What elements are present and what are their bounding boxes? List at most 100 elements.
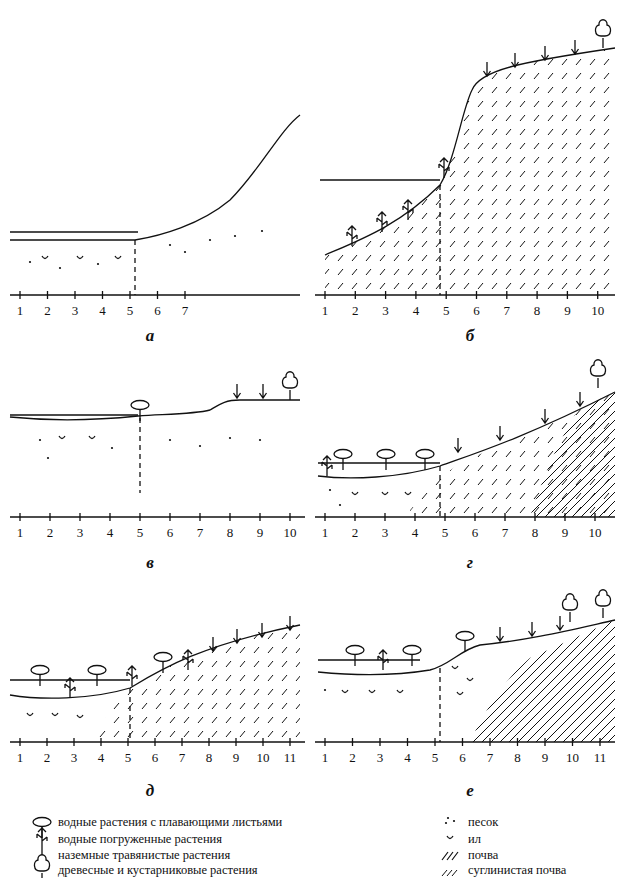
axis-number: 6 bbox=[473, 304, 480, 317]
axis-tick bbox=[572, 738, 573, 746]
axis-number: 2 bbox=[349, 751, 356, 764]
axis-tick bbox=[19, 738, 20, 746]
legend-text: водные растения с плавающими листьями bbox=[58, 816, 282, 829]
axis-number: 7 bbox=[504, 304, 511, 317]
axis-number: 8 bbox=[534, 304, 541, 317]
axis-tick bbox=[536, 291, 537, 299]
panel-letter: б bbox=[466, 327, 474, 344]
panel-letter: г bbox=[467, 554, 473, 571]
axis-number: 3 bbox=[382, 526, 389, 539]
axis-number: 6 bbox=[459, 751, 466, 764]
axis-number: 4 bbox=[98, 751, 105, 764]
axis-number: 2 bbox=[44, 304, 51, 317]
axis-tick bbox=[324, 513, 325, 521]
axis-tick bbox=[19, 291, 20, 299]
axis-number: 1 bbox=[322, 526, 329, 539]
axis-tick bbox=[354, 513, 355, 521]
axis-tick bbox=[597, 291, 598, 299]
axis-tick bbox=[46, 738, 47, 746]
axis-number: 9 bbox=[257, 526, 264, 539]
axis-line bbox=[315, 741, 615, 742]
axis-tick bbox=[199, 513, 200, 521]
axis-tick bbox=[139, 513, 140, 521]
axis-tick bbox=[384, 513, 385, 521]
axis-tick bbox=[289, 513, 290, 521]
axis-number: 3 bbox=[72, 304, 79, 317]
panel-letter: а bbox=[146, 327, 155, 344]
axis-number: 4 bbox=[99, 304, 106, 317]
panel-letter: д bbox=[146, 782, 154, 799]
axis-tick bbox=[324, 738, 325, 746]
axis-tick bbox=[534, 513, 535, 521]
axis-number: 4 bbox=[404, 751, 411, 764]
axis-tick bbox=[567, 291, 568, 299]
axis-number: 11 bbox=[284, 751, 297, 764]
axis-tick bbox=[129, 291, 130, 299]
axis-line bbox=[315, 294, 615, 295]
axis-number: 8 bbox=[532, 526, 539, 539]
axis-number: 7 bbox=[182, 304, 189, 317]
axis-tick bbox=[157, 291, 158, 299]
axis-tick bbox=[444, 513, 445, 521]
axis-line bbox=[10, 741, 305, 742]
axis-number: 7 bbox=[487, 751, 494, 764]
axis-number: 2 bbox=[47, 526, 54, 539]
axis-tick bbox=[594, 513, 595, 521]
axis-number: 5 bbox=[127, 304, 134, 317]
axis-tick bbox=[476, 291, 477, 299]
axis-number: 10 bbox=[257, 751, 270, 764]
axis-tick bbox=[262, 738, 263, 746]
axis-tick bbox=[169, 513, 170, 521]
axis-number: 7 bbox=[179, 751, 186, 764]
axis-number: 6 bbox=[167, 526, 174, 539]
axis-tick bbox=[181, 738, 182, 746]
axis-tick bbox=[544, 738, 545, 746]
axis-tick bbox=[259, 513, 260, 521]
axis-tick bbox=[49, 513, 50, 521]
axis-number: 5 bbox=[442, 526, 449, 539]
axis-tick bbox=[79, 513, 80, 521]
axis-tick bbox=[446, 291, 447, 299]
axis-number: 9 bbox=[542, 751, 549, 764]
axis-tick bbox=[127, 738, 128, 746]
axis-tick bbox=[489, 738, 490, 746]
legend-text: водные погруженные растения bbox=[58, 833, 222, 846]
axis-tick bbox=[352, 738, 353, 746]
axis-number: 3 bbox=[382, 304, 389, 317]
axis-number: 10 bbox=[566, 751, 579, 764]
axis-tick bbox=[47, 291, 48, 299]
axis-tick bbox=[355, 291, 356, 299]
axis-number: 5 bbox=[432, 751, 439, 764]
axis-number: 2 bbox=[352, 304, 359, 317]
axis-tick bbox=[474, 513, 475, 521]
axis-number: 11 bbox=[594, 751, 607, 764]
axis-line bbox=[10, 516, 305, 517]
axis-number: 6 bbox=[152, 751, 159, 764]
axis-tick bbox=[19, 513, 20, 521]
axis-tick bbox=[229, 513, 230, 521]
axis-number: 2 bbox=[352, 526, 359, 539]
axis-number: 1 bbox=[322, 304, 329, 317]
axis-number: 4 bbox=[412, 526, 419, 539]
axis-number: 9 bbox=[233, 751, 240, 764]
axis-number: 1 bbox=[17, 751, 24, 764]
axis-number: 10 bbox=[591, 304, 604, 317]
axis-number: 5 bbox=[137, 526, 144, 539]
axis-tick bbox=[289, 738, 290, 746]
axis-tick bbox=[154, 738, 155, 746]
axis-tick bbox=[517, 738, 518, 746]
axis-number: 3 bbox=[71, 751, 78, 764]
legend-text: древесные и кустарниковые растения bbox=[58, 864, 258, 877]
axis-number: 1 bbox=[17, 304, 24, 317]
legend-text: почва bbox=[468, 849, 498, 862]
axis-number: 4 bbox=[413, 304, 420, 317]
axis-tick bbox=[74, 291, 75, 299]
axis-tick bbox=[415, 291, 416, 299]
panel-letter: в bbox=[146, 554, 154, 571]
axis-number: 3 bbox=[77, 526, 84, 539]
axis-tick bbox=[385, 291, 386, 299]
axis-tick bbox=[73, 738, 74, 746]
axis-number: 4 bbox=[107, 526, 114, 539]
